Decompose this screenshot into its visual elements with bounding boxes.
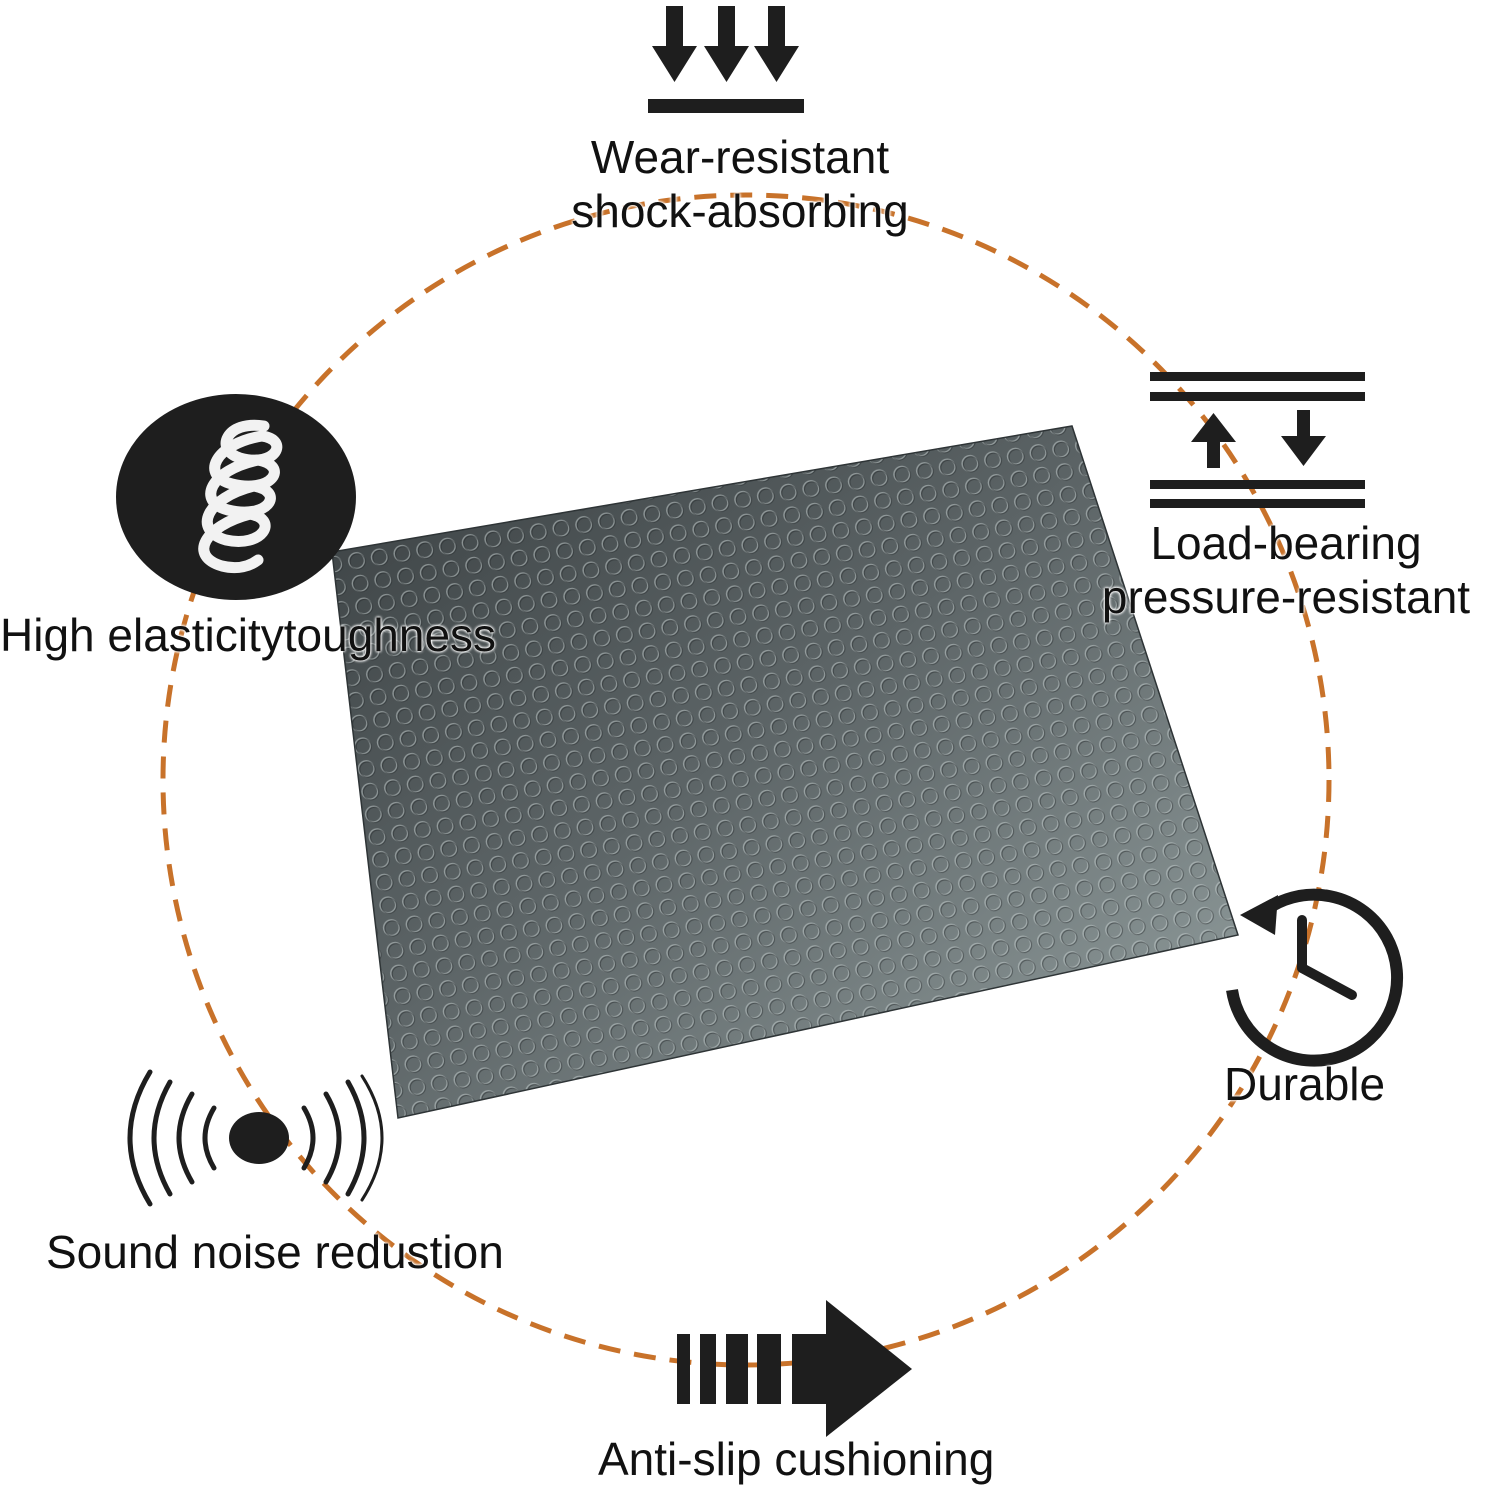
clock-refresh-icon <box>1226 888 1404 1067</box>
feature-label-sound-noise: Sound noise redustion <box>46 1225 504 1279</box>
feature-label-text: High elasticitytoughness <box>0 609 497 661</box>
feature-label-load-bearing: Load-bearing pressure-resistant <box>1076 516 1496 624</box>
feature-label-line: Load-bearing <box>1150 517 1422 569</box>
feature-label-text: Anti-slip cushioning <box>598 1433 995 1485</box>
compression-plates-icon <box>1150 372 1365 508</box>
coin-pattern-rubber-mat-image <box>331 425 1239 1119</box>
feature-label-text: Durable <box>1224 1058 1386 1110</box>
feature-label-high-elasticity: High elasticitytoughness <box>0 608 496 662</box>
feature-label-text: Sound noise redustion <box>46 1226 504 1278</box>
speed-arrow-icon <box>677 1300 912 1437</box>
feature-label-durable: Durable <box>1224 1057 1385 1111</box>
feature-label-line: Wear-resistant <box>590 131 890 183</box>
feature-label-anti-slip: Anti-slip cushioning <box>598 1432 994 1486</box>
downward-arrows-on-surface-icon <box>648 6 804 113</box>
feature-label-line: pressure-resistant <box>1101 571 1471 623</box>
sound-waves-icon <box>127 1069 384 1207</box>
feature-label-line: shock-absorbing <box>571 185 909 237</box>
feature-label-wear-resistant: Wear-resistant shock-absorbing <box>530 130 950 238</box>
spring-coil-icon <box>116 394 356 600</box>
